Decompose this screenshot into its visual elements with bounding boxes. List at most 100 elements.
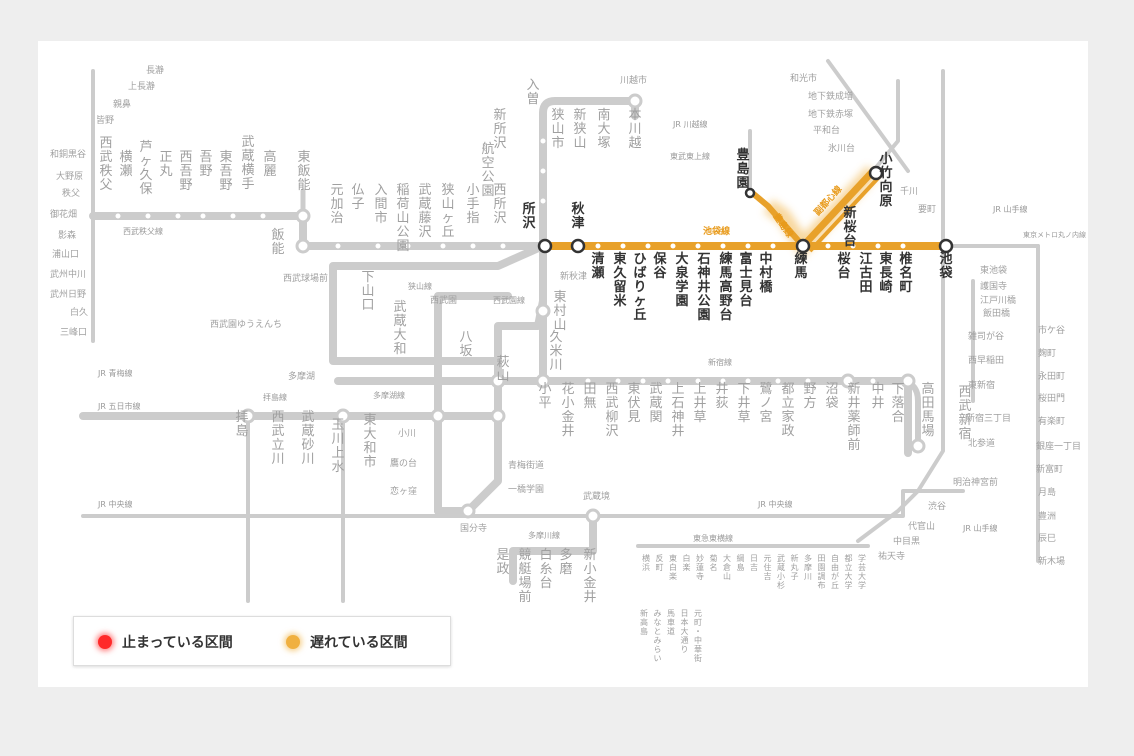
station-honkawagoe: 本川越 [628, 108, 641, 151]
station-chichibu: 秩父 [62, 188, 80, 199]
route-map-svg: 西武秩父線 狭山線 西武園線 新宿線 多摩湖線 拝島線 多摩川線 JR 青梅線 … [50, 59, 1086, 663]
station-bushuHino: 武州日野 [50, 288, 86, 300]
station-bushi: 仏子 [351, 183, 364, 212]
station-shiinamachi: 椎名町 [898, 251, 912, 295]
line-label-jr-itsukaichi: JR 五日市線 [97, 401, 140, 411]
station-kitasando: 北参道 [968, 437, 995, 449]
station-sayamagaoka: 狭山ヶ丘 [441, 183, 454, 240]
station-yokoze: 横瀬 [119, 150, 132, 179]
station-mitsumineguchi: 三峰口 [60, 327, 87, 338]
station-shimoigusa: 下井草 [737, 382, 750, 425]
station-kiyose: 清瀬 [591, 251, 604, 281]
station-nishitachikawa: 西武立川 [271, 410, 284, 467]
tokyu-station-11: 新丸子 [791, 553, 799, 581]
station-higashimurayama: 東村山 [553, 289, 566, 333]
station-nishitokorozawa: 西所沢 [493, 183, 506, 226]
station-hagiyama: 萩山 [496, 355, 509, 384]
station-kamiigusa: 上井草 [693, 382, 706, 425]
station-iogi: 井荻 [715, 382, 728, 411]
station-wadoKuroya: 和銅黒谷 [50, 148, 86, 160]
station-higashiyamatoshi: 東大和市 [363, 412, 376, 470]
tokyu-station-16: 学芸大学 [858, 553, 866, 590]
station-tamagawajosui: 玉川上水 [331, 418, 344, 475]
station-daikanyama: 代官山 [908, 520, 935, 532]
line-label-metro-marunouchi: 東京メトロ丸ノ内線 [1023, 230, 1086, 239]
station-kaminagatoro: 上長瀞 [128, 80, 155, 92]
station-toshimaen: 豊島園 [736, 147, 749, 191]
station-ohanabatake: 御花畑 [50, 208, 77, 220]
station-koremasa: 是政 [496, 548, 509, 577]
line-label-tamako: 多摩湖線 [373, 390, 405, 400]
station-motokaji: 元加治 [330, 183, 343, 226]
legend-delayed-label: 遅れている区間 [310, 635, 408, 651]
station-inariyama: 稲荷山公園 [396, 183, 409, 254]
station-yasaka: 八坂 [459, 330, 472, 359]
station-kojimachi: 麹町 [1038, 347, 1056, 359]
line-label-jr-ome: JR 青梅線 [97, 368, 132, 378]
station-marker-toshimaen [744, 187, 756, 199]
line-label-sayama: 狭山線 [408, 281, 432, 291]
station-ekoda: 江古田 [859, 251, 872, 295]
station-seibushinjuku: 西武新宿 [958, 385, 971, 442]
station-higashinagasaki: 東長崎 [879, 251, 893, 295]
station-toyosu: 豊洲 [1038, 510, 1056, 522]
station-nerimatakanodai: 練馬高野台 [719, 251, 732, 323]
station-seibuchichibu: 西武秩父 [99, 136, 112, 193]
station-musashiyokote: 武蔵横手 [241, 135, 254, 192]
station-nagatacho: 永田町 [1038, 370, 1065, 382]
station-sakuradamon: 桜田門 [1038, 392, 1065, 404]
station-marker-akitsu [570, 238, 586, 254]
station-koigakubo: 恋ヶ窪 [390, 485, 417, 497]
station-musashisakai: 武蔵境 [583, 490, 610, 502]
station-seibuyagisawa: 西武柳沢 [605, 382, 618, 439]
tokyu-station-10: 武蔵小杉 [777, 553, 785, 590]
station-marker-ikebukuro [938, 238, 954, 254]
station-ikebukuro: 池袋 [938, 251, 953, 281]
station-musashiseki: 武蔵関 [649, 382, 662, 425]
station-kagemori: 影森 [58, 229, 76, 241]
station-kodaira: 小平 [538, 382, 551, 411]
tokyu-station-15: 都立大学 [845, 554, 853, 590]
station-tatsumi: 辰巳 [1038, 533, 1056, 544]
station-kawagoeshi: 川越市 [620, 74, 647, 86]
station-chikatetsunarimasu: 地下鉄赤塚 [808, 108, 853, 120]
station-wakoshi: 和光市 [790, 72, 817, 84]
station-hanakoganei: 花小金井 [561, 381, 574, 439]
station-seibukyujomae: 西武球場前 [283, 272, 328, 284]
station-nishiwaseda: 西早稲田 [968, 354, 1004, 366]
station-gokokuji: 護国寺 [980, 280, 1007, 292]
gray-small-ticks [115, 138, 876, 384]
line-label-seibu-chichibu: 西武秩父線 [123, 226, 163, 236]
station-higashishinjuku: 東新宿 [968, 379, 995, 391]
station-kyoteijomae: 競艇場前 [518, 548, 531, 605]
station-takanodai: 鷹の台 [390, 457, 417, 469]
line-label-shinjuku: 新宿線 [708, 357, 732, 367]
station-nogata: 野方 [803, 382, 816, 411]
station-omekaido: 青梅街道 [508, 459, 544, 471]
tokyu-station-4: 妙蓮寺 [696, 553, 704, 581]
station-nagatoro: 長瀞 [146, 64, 164, 76]
tokyu-station-8: 日吉 [750, 554, 758, 572]
station-nakamurabashi: 中村橋 [759, 251, 773, 295]
jr-yamanote-track [856, 69, 945, 543]
station-iidabashi: 飯田橋 [983, 307, 1010, 319]
station-onohara: 大野原 [56, 170, 83, 182]
station-agano: 吾野 [199, 150, 212, 179]
station-sayamashi: 狭山市 [551, 108, 564, 151]
station-musashifujisawa: 武蔵藤沢 [418, 183, 431, 240]
station-yutenji: 祐天寺 [878, 550, 905, 562]
station-iriso: 入曽 [526, 78, 539, 107]
station-chitose: 千川 [900, 186, 918, 197]
station-musashisunagawa: 武蔵砂川 [301, 410, 314, 467]
toshima-line-delayed [748, 188, 806, 248]
station-tsukishima: 月島 [1038, 486, 1056, 498]
station-higashihanno: 東飯能 [297, 149, 310, 193]
station-marker-tokorozawa [537, 238, 553, 254]
fukutoshin-delayed [800, 168, 876, 249]
yurakucho-up-track [871, 79, 900, 173]
station-oizumi: 大泉学園 [675, 251, 689, 309]
legend: 止まっている区間 遅れている区間 [73, 616, 451, 666]
seibuen-line-track [434, 292, 512, 515]
station-shinkiba: 新木場 [1038, 555, 1065, 567]
station-musashiyamato: 武蔵大和 [393, 300, 406, 357]
